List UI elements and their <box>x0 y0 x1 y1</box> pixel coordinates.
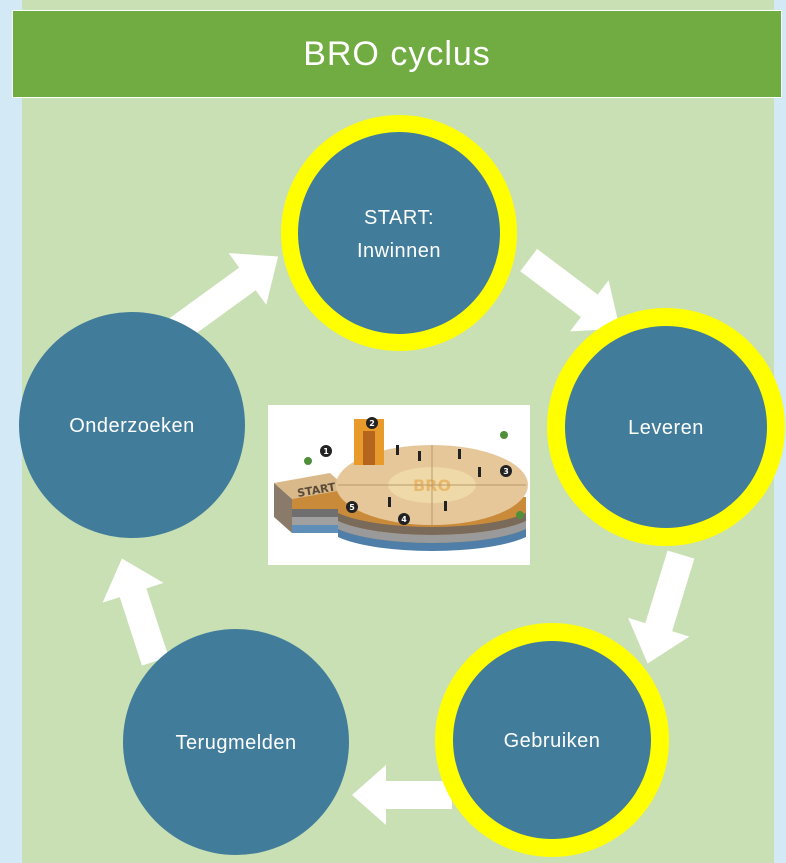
node-circle-gebruiken <box>453 641 651 839</box>
node-circle-onderzoeken <box>19 312 245 538</box>
node-label-inwinnen-line2: Inwinnen <box>357 240 441 262</box>
node-label-leveren: Leveren <box>628 417 704 439</box>
node-label-onderzoeken: Onderzoeken <box>69 415 195 437</box>
node-label-terugmelden: Terugmelden <box>175 732 296 754</box>
step-marker-4: 4 <box>401 515 407 524</box>
node-terugmelden: Terugmelden <box>123 629 349 855</box>
cycle-arrows <box>102 248 695 825</box>
title-banner: BRO cyclus <box>12 10 782 98</box>
bro-illustration: START BRO 1 2 3 4 <box>268 405 530 565</box>
trees <box>304 431 524 519</box>
node-inwinnen: START: Inwinnen <box>281 115 517 351</box>
node-onderzoeken: Onderzoeken <box>19 312 245 538</box>
arrow-onderzoeken-to-inwinnen <box>169 253 279 341</box>
node-leveren: Leveren <box>547 308 785 546</box>
diagram-title: BRO cyclus <box>303 34 491 73</box>
step-markers: 1 2 3 4 5 <box>320 417 512 525</box>
arrow-gebruiken-to-terugmelden <box>352 765 452 825</box>
step-marker-1: 1 <box>323 447 329 456</box>
node-circle-inwinnen <box>298 132 500 334</box>
bro-illustration-drawing: START BRO 1 2 3 4 <box>274 417 528 551</box>
arrow-leveren-to-gebruiken <box>628 550 695 664</box>
start-block: START <box>274 473 348 533</box>
arrow-terugmelden-to-onderzoeken <box>102 558 169 666</box>
step-marker-5: 5 <box>349 503 355 512</box>
node-gebruiken: Gebruiken <box>435 623 669 857</box>
arrow-inwinnen-to-leveren <box>520 248 620 332</box>
node-label-inwinnen-line1: START: <box>364 207 434 229</box>
step-marker-2: 2 <box>369 419 375 428</box>
node-label-gebruiken: Gebruiken <box>504 730 601 752</box>
node-circle-leveren <box>565 326 767 528</box>
step-marker-3: 3 <box>503 467 509 476</box>
figures <box>388 445 481 511</box>
node-circle-terugmelden <box>123 629 349 855</box>
